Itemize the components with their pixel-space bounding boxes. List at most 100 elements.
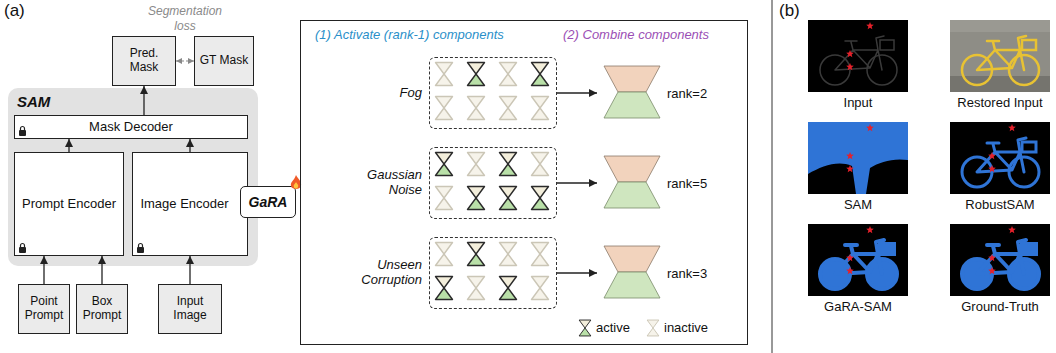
input-photo (808, 20, 908, 92)
box-label: Point Prompt (22, 295, 66, 323)
panel-box: (1) Activate (rank-1) components (2) Comb… (300, 20, 748, 345)
image-caption: Ground-Truth (950, 299, 1050, 314)
arrow (143, 86, 144, 115)
box-label: Image Encoder (140, 197, 228, 212)
adapter-box: GaRA (240, 186, 296, 218)
sam-region-fill (8, 88, 258, 266)
arrow (101, 256, 102, 284)
arrow (68, 139, 69, 152)
component-group: Fog (429, 57, 557, 129)
legend-sample (647, 320, 659, 336)
component-active (500, 153, 517, 176)
rank-value: rank=3 (667, 266, 707, 281)
lora-up (604, 66, 660, 92)
arrow (557, 272, 597, 273)
arrow (189, 139, 190, 152)
module-box: Prompt Encoder (14, 152, 124, 256)
sam-mask (808, 122, 908, 194)
component-active (500, 277, 517, 300)
component-inactive (532, 277, 549, 300)
step-title: (2) Combine components (563, 27, 709, 42)
image-caption: GaRA-SAM (808, 299, 908, 314)
lora-module: rank=5 (597, 154, 721, 212)
component-active (532, 63, 549, 86)
component-inactive (500, 97, 517, 120)
component-group: Unseen Corruption (429, 237, 557, 309)
component-active (436, 277, 453, 300)
component-inactive (532, 153, 549, 176)
input-box: Box Prompt (76, 284, 128, 334)
component-group: Gaussian Noise (429, 147, 557, 219)
lora-module: rank=3 (597, 244, 721, 302)
lock-icon (18, 242, 27, 253)
arrow (189, 256, 190, 284)
robustsam-mask (950, 122, 1050, 194)
loss-connector (176, 60, 194, 61)
arrow (43, 256, 44, 284)
rank-value: rank=2 (667, 86, 707, 101)
lora-down (604, 92, 660, 118)
model-name: SAM (17, 93, 50, 110)
lock-icon (136, 242, 145, 253)
component-active (436, 153, 453, 176)
component-inactive (532, 243, 549, 266)
box-label: Input Image (162, 295, 218, 323)
component-active (500, 187, 517, 210)
corruption-name: Unseen Corruption (350, 258, 422, 288)
component-inactive (500, 63, 517, 86)
panel-tag: (b) (779, 1, 800, 21)
component-active (468, 63, 485, 86)
image-caption: Restored Input (950, 95, 1050, 110)
ground-truth-mask (950, 224, 1050, 296)
component-inactive (436, 63, 453, 86)
gara-sam-mask (808, 224, 908, 296)
component-inactive (468, 277, 485, 300)
module-box: Image Encoder (132, 152, 248, 256)
corruption-name: Fog (350, 86, 422, 101)
restored-photo (950, 20, 1050, 92)
edge-label: Segmentation loss (145, 4, 225, 33)
module-box: Mask Decoder (14, 115, 248, 139)
box-label: Prompt Encoder (22, 197, 116, 212)
panel-divider (772, 0, 773, 353)
panel-tag: (a) (4, 1, 25, 21)
input-box: Point Prompt (18, 284, 70, 334)
component-inactive (436, 97, 453, 120)
box-label: GaRA (249, 194, 288, 210)
lora-up (604, 156, 660, 182)
legend-sample (579, 320, 591, 336)
component-inactive (532, 97, 549, 120)
box-label: Pred. Mask (116, 47, 172, 75)
mask-box: Pred. Mask (112, 36, 176, 86)
step-title: (1) Activate (rank-1) components (315, 27, 504, 42)
arrow (557, 92, 597, 93)
lora-module: rank=2 (597, 64, 721, 122)
component-inactive (468, 153, 485, 176)
rank-value: rank=5 (667, 176, 707, 191)
box-label: Box Prompt (80, 295, 124, 323)
input-box: Input Image (158, 284, 222, 334)
component-active (468, 187, 485, 210)
component-active (468, 243, 485, 266)
lora-down (604, 272, 660, 298)
box-label: Mask Decoder (89, 120, 173, 135)
lora-down (604, 182, 660, 208)
legend-label: inactive (664, 320, 708, 335)
mask-box: GT Mask (194, 36, 254, 86)
component-active (532, 187, 549, 210)
sam-region: SAM Mask Decoder Prompt Encoder Image Enc… (8, 88, 258, 266)
image-caption: Input (808, 95, 908, 110)
corruption-name: Gaussian Noise (350, 168, 422, 198)
box-label: GT Mask (200, 54, 248, 68)
component-inactive (500, 243, 517, 266)
legend-label: active (596, 320, 630, 335)
arrow (557, 182, 597, 183)
lock-icon (18, 125, 27, 136)
component-inactive (468, 97, 485, 120)
component-inactive (436, 187, 453, 210)
lora-up (604, 246, 660, 272)
component-inactive (436, 243, 453, 266)
image-caption: RobustSAM (950, 197, 1050, 212)
image-caption: SAM (808, 197, 908, 212)
